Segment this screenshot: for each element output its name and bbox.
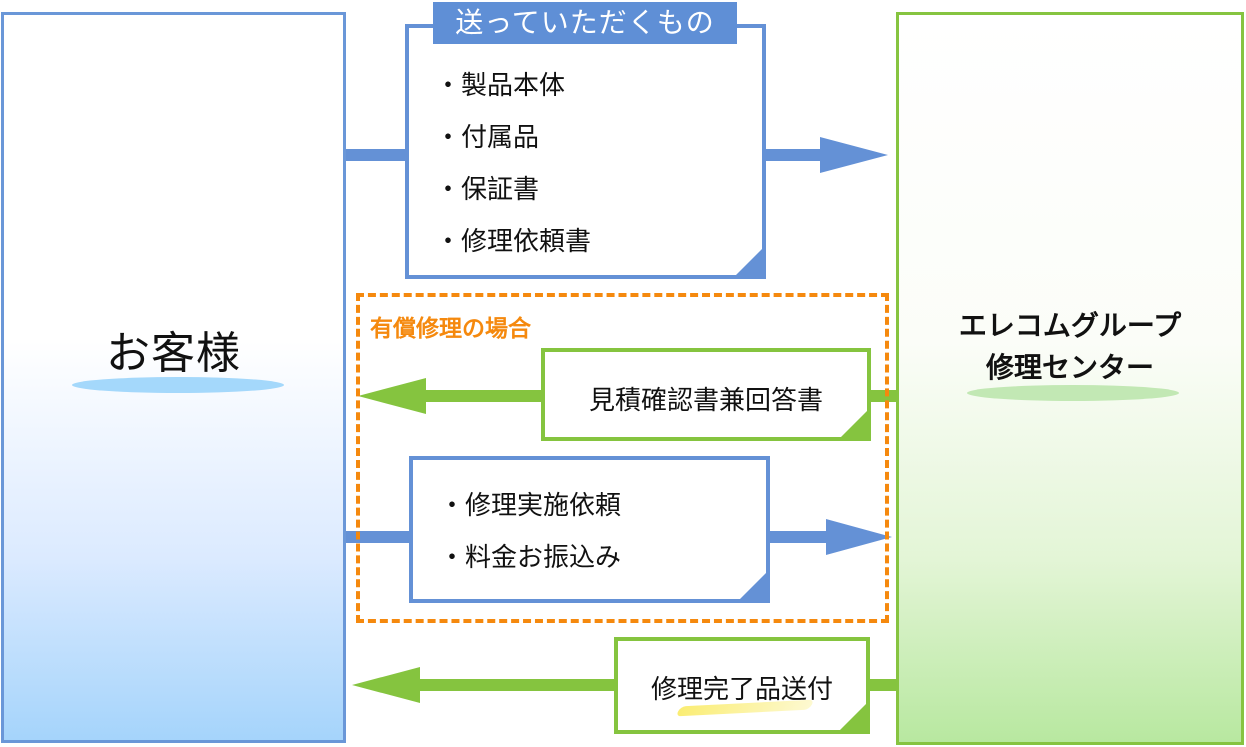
customer-title: お客様 xyxy=(106,328,241,379)
return-arrowhead xyxy=(352,667,420,703)
request-arrowhead xyxy=(826,519,892,555)
repair-center-shadow-ellipse xyxy=(967,385,1179,401)
estimate-arrowhead xyxy=(358,378,426,414)
repair-complete-text: 修理完了品送付 xyxy=(650,675,833,705)
send-connector-right xyxy=(766,149,826,161)
return-connector-left xyxy=(418,679,616,691)
repair-request-list: ・修理実施依頼 ・料金お振込み xyxy=(439,480,621,584)
repair-center-title-line1: エレコムグループ xyxy=(958,309,1182,342)
repair-center-panel: エレコムグループ 修理センター xyxy=(896,12,1244,745)
send-item: ・保証書 xyxy=(435,175,540,205)
estimate-text: 見積確認書兼回答書 xyxy=(588,386,823,416)
repair-request-box: ・修理実施依頼 ・料金お振込み xyxy=(409,456,770,603)
estimate-connector-right xyxy=(871,390,897,402)
send-item: ・修理依頼書 xyxy=(435,227,592,257)
folded-corner-icon xyxy=(740,573,766,599)
request-connector-right xyxy=(770,531,830,543)
items-to-send-list: ・製品本体 ・付属品 ・保証書 ・修理依頼書 xyxy=(435,60,591,268)
customer-panel: お客様 xyxy=(1,12,346,743)
return-connector-right xyxy=(870,679,897,691)
send-connector-left xyxy=(346,149,408,161)
estimate-box: 見積確認書兼回答書 xyxy=(541,348,871,441)
send-arrowhead xyxy=(820,137,888,173)
folded-corner-icon xyxy=(736,249,762,275)
folded-corner-icon xyxy=(841,411,867,437)
customer-shadow-ellipse xyxy=(72,377,284,393)
items-to-send-label: 送っていただくもの xyxy=(433,2,737,44)
items-to-send-box: ・製品本体 ・付属品 ・保証書 ・修理依頼書 xyxy=(405,24,766,279)
folded-corner-icon xyxy=(840,704,866,730)
repair-center-title: エレコムグループ 修理センター xyxy=(899,305,1241,389)
repair-center-title-line2: 修理センター xyxy=(985,351,1154,384)
request-item: ・料金お振込み xyxy=(439,543,622,573)
repair-complete-box: 修理完了品送付 xyxy=(614,637,870,734)
send-item: ・付属品 xyxy=(435,123,540,153)
estimate-connector-left xyxy=(424,390,544,402)
paid-repair-label: 有償修理の場合 xyxy=(370,316,531,342)
request-connector-left xyxy=(346,531,412,543)
request-item: ・修理実施依頼 xyxy=(439,491,622,521)
paid-repair-frame: 有償修理の場合 xyxy=(356,293,889,623)
send-item: ・製品本体 xyxy=(435,71,566,101)
